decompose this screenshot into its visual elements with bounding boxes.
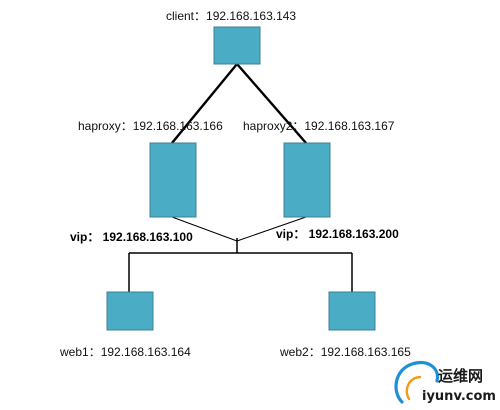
web1-box — [106, 291, 154, 331]
haproxy1-label: haproxy：192.168.163.166 — [78, 119, 223, 133]
link-client-haproxy1 — [171, 63, 238, 144]
logo-swirl-icon — [394, 361, 440, 404]
watermark-url: iyunv.com — [422, 389, 496, 404]
vip-left-label: vip： 192.168.163.100 — [70, 230, 193, 244]
watermark-logo: 运维网 iyunv.com — [394, 361, 496, 404]
web2-box — [328, 291, 376, 331]
client-box — [213, 26, 261, 65]
vip-right-label: vip： 192.168.163.200 — [276, 227, 399, 241]
web2-label: web2：192.168.163.165 — [279, 345, 411, 359]
haproxy2-box — [283, 142, 331, 218]
web1-label: web1：192.168.163.164 — [59, 345, 191, 359]
client-label: client：192.168.163.143 — [166, 9, 296, 23]
haproxy1-box — [149, 142, 197, 218]
haproxy2-label: haproxy2：192.168.163.167 — [243, 119, 395, 133]
logo-swirl-accent-icon — [405, 375, 422, 401]
link-client-haproxy2 — [236, 63, 307, 144]
watermark-title: 运维网 — [438, 367, 483, 385]
link-haproxy2-junction — [236, 216, 307, 242]
link-haproxy1-junction — [171, 216, 238, 242]
